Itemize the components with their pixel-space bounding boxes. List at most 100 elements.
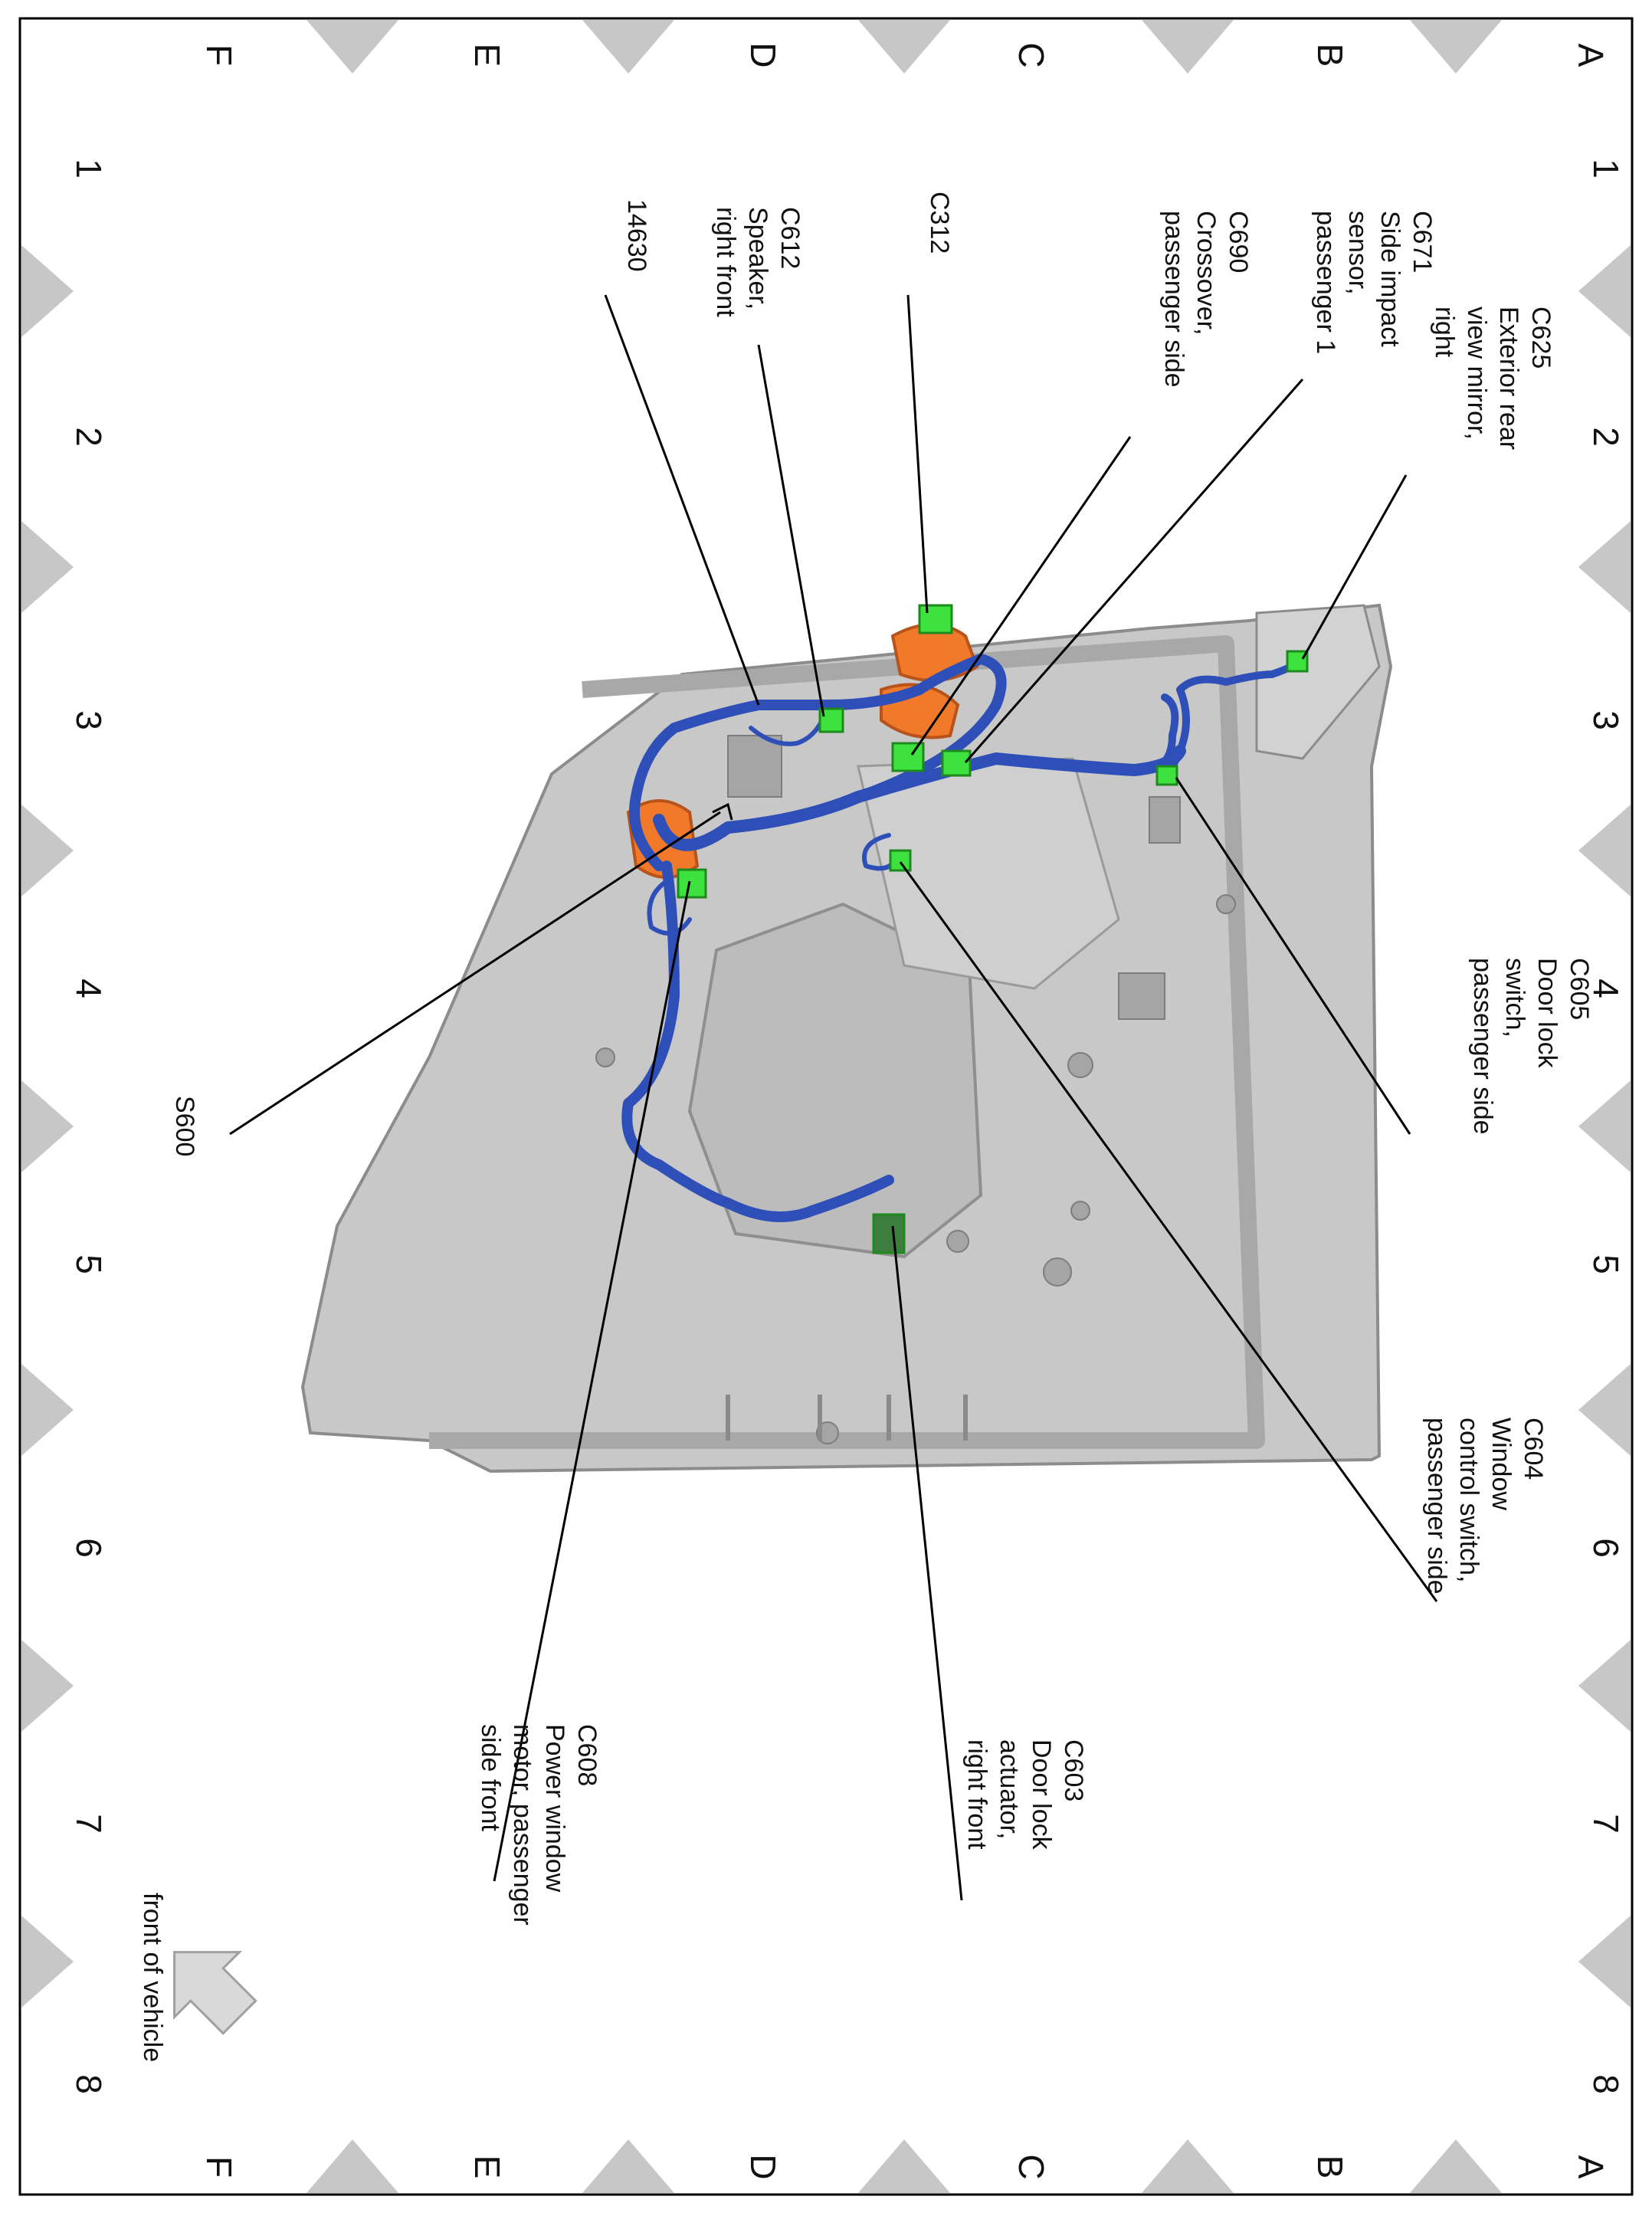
callout-c603-line-2: actuator, xyxy=(995,1739,1024,1839)
connector-c671 xyxy=(941,749,972,777)
callout-c625-line-3: right xyxy=(1430,307,1459,358)
grid-col-label-left-3: 3 xyxy=(69,710,109,730)
leader-lines xyxy=(229,294,1438,1901)
callout-c625-line-2: view mirror, xyxy=(1462,307,1491,440)
connector-c605 xyxy=(1155,765,1178,786)
leader-c608 xyxy=(493,880,691,1882)
grid-row-label-bottom-E: E xyxy=(467,2155,507,2179)
grid-col-label-right-4: 4 xyxy=(1586,979,1626,998)
callout-c604-line-0: C604 xyxy=(1519,1418,1548,1480)
border-marker-left-1 xyxy=(21,521,74,613)
callout-c671-line-3: passenger 1 xyxy=(1311,211,1340,354)
callout-c625-line-0: C625 xyxy=(1526,307,1555,369)
border-marker-bottom-2 xyxy=(858,2139,950,2193)
grid-row-label-top-D: D xyxy=(743,42,783,67)
front-of-vehicle-label: front of vehicle xyxy=(138,1893,167,2062)
grid-row-label-bottom-A: A xyxy=(1571,2155,1611,2179)
grid-col-label-left-6: 6 xyxy=(69,1538,109,1558)
border-marker-bottom-1 xyxy=(582,2139,674,2193)
grid-row-label-bottom-B: B xyxy=(1310,2155,1350,2179)
callout-c608-line-0: C608 xyxy=(572,1724,601,1786)
door-panel-mirror-bracket xyxy=(1255,604,1381,760)
border-marker-right-4 xyxy=(1578,1364,1631,1456)
splice-s600 xyxy=(712,802,733,821)
border-marker-top-1 xyxy=(582,20,674,74)
grid-row-label-bottom-D: D xyxy=(743,2154,783,2179)
border-marker-left-4 xyxy=(21,1364,74,1456)
grid-row-label-top-E: E xyxy=(467,44,507,67)
grid-col-label-right-8: 8 xyxy=(1586,2074,1626,2094)
callout-c608-line-3: side front xyxy=(476,1724,505,1831)
callout-c605-line-3: passenger side xyxy=(1468,958,1497,1135)
callout-c312-line-0: C312 xyxy=(925,192,954,254)
callout-c605-line-2: switch, xyxy=(1500,958,1529,1038)
border-marker-right-3 xyxy=(1578,1080,1631,1172)
grid-row-label-bottom-C: C xyxy=(1011,2154,1051,2179)
border-marker-top-4 xyxy=(1410,20,1502,74)
callout-c603-line-0: C603 xyxy=(1059,1739,1088,1801)
grid-col-label-left-5: 5 xyxy=(69,1254,109,1274)
grid-col-label-left-4: 4 xyxy=(69,979,109,998)
callout-c608-line-2: motor, passenger xyxy=(508,1724,537,1926)
border-marker-right-1 xyxy=(1578,521,1631,613)
grid-col-label-left-2: 2 xyxy=(69,427,109,447)
callout-c671-line-1: Side impact xyxy=(1375,211,1405,347)
callout-h14630-line-0: 14630 xyxy=(622,199,651,272)
callout-s600-line-0: S600 xyxy=(170,1096,199,1156)
leader-c604 xyxy=(899,861,1438,1602)
connector-c604 xyxy=(889,849,912,872)
callout-c612-line-2: right front xyxy=(711,207,740,317)
connector-c603 xyxy=(872,1213,906,1254)
leader-14630 xyxy=(604,294,760,706)
connector-c608 xyxy=(677,868,707,899)
border-marker-right-5 xyxy=(1578,1640,1631,1732)
leader-c690 xyxy=(910,436,1132,756)
front-direction-arrow-icon xyxy=(173,1951,257,2035)
border-marker-top-2 xyxy=(858,20,950,74)
border-marker-top-3 xyxy=(1142,20,1234,74)
border-marker-left-3 xyxy=(21,1080,74,1172)
callout-c612-line-1: Speaker, xyxy=(743,207,772,310)
callout-c604-line-3: passenger side xyxy=(1422,1418,1451,1595)
callout-c612-line-0: C612 xyxy=(775,207,805,269)
border-marker-right-6 xyxy=(1578,1916,1631,2008)
grid-row-label-top-C: C xyxy=(1011,42,1051,67)
grid-col-label-right-1: 1 xyxy=(1586,159,1626,179)
harness-mirror-branch xyxy=(1169,655,1306,770)
door-panel-holes xyxy=(595,735,1236,1444)
border-marker-bottom-0 xyxy=(306,2139,398,2193)
door-panel-inner-recess xyxy=(687,902,983,1259)
door-inner-panel xyxy=(300,603,1393,1474)
leader-c612 xyxy=(757,344,825,717)
callout-c604-line-2: control switch, xyxy=(1454,1418,1483,1582)
leader-c603 xyxy=(891,1225,963,1901)
callout-c690-line-1: Crossover, xyxy=(1191,211,1221,336)
border-marker-right-2 xyxy=(1578,805,1631,897)
border-marker-bottom-3 xyxy=(1142,2139,1234,2193)
callout-c603-line-3: right front xyxy=(962,1739,992,1850)
callout-c605-line-1: Door lock xyxy=(1532,958,1562,1069)
leader-c625 xyxy=(1301,474,1408,660)
grid-row-label-top-A: A xyxy=(1571,44,1611,67)
callout-c603-line-1: Door lock xyxy=(1027,1739,1056,1850)
grid-row-label-bottom-F: F xyxy=(199,2156,239,2178)
border-marker-left-5 xyxy=(21,1640,74,1732)
border-marker-left-0 xyxy=(21,245,74,337)
grid-col-label-left-1: 1 xyxy=(69,159,109,179)
border-marker-left-6 xyxy=(21,1916,74,2008)
grid-col-label-right-5: 5 xyxy=(1586,1254,1626,1274)
border-marker-left-2 xyxy=(21,805,74,897)
grid-col-label-left-8: 8 xyxy=(69,2074,109,2094)
grid-col-label-right-6: 6 xyxy=(1586,1538,1626,1558)
connector-c312 xyxy=(918,604,953,634)
grid-col-label-left-7: 7 xyxy=(69,1814,109,1834)
connector-c690 xyxy=(891,742,925,772)
border-marker-right-0 xyxy=(1578,245,1631,337)
leader-c671 xyxy=(964,379,1304,763)
callout-c671-line-0: C671 xyxy=(1408,211,1437,273)
callout-c604-line-1: Window xyxy=(1486,1418,1516,1510)
callout-c690-line-2: passenger side xyxy=(1159,211,1188,388)
callout-c671-line-2: sensor, xyxy=(1343,211,1372,295)
